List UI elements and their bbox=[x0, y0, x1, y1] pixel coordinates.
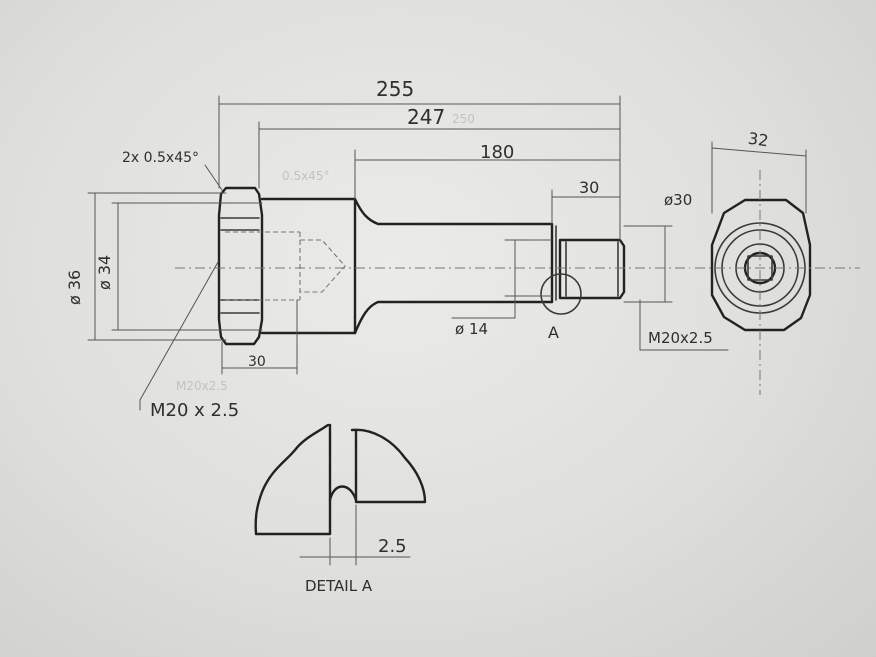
detail-a-circle bbox=[540, 273, 582, 315]
dim-dia-14: ø 14 bbox=[455, 320, 488, 338]
svg-text:250: 250 bbox=[452, 112, 475, 126]
detail-right-block bbox=[350, 428, 427, 504]
dim-line-32 bbox=[711, 147, 807, 157]
diameter-dimensions bbox=[87, 192, 729, 351]
dim-180: 180 bbox=[480, 142, 514, 163]
thread-note-head: M20 x 2.5 bbox=[150, 400, 239, 421]
dimension-labels: 255 247 180 30 32 ø30 ø 36 ø 34 ø 14 30 … bbox=[65, 77, 770, 557]
threaded-pin bbox=[558, 238, 626, 300]
dim-dia-30: ø30 bbox=[664, 191, 692, 209]
collar-outline bbox=[260, 197, 357, 335]
dim-groove: 2.5 bbox=[378, 536, 407, 557]
dim-247: 247 bbox=[407, 105, 445, 129]
svg-text:0.5x45°: 0.5x45° bbox=[282, 169, 329, 183]
detail-marker: A bbox=[548, 323, 559, 342]
tapped-hole bbox=[225, 231, 346, 301]
dim-dia-34: ø 34 bbox=[95, 255, 114, 290]
show-through-marks: 0.5x45° M20x2.5 250 bbox=[176, 112, 475, 393]
dim-30-pin: 30 bbox=[579, 178, 599, 197]
length-dimensions bbox=[218, 95, 621, 375]
chamfer-leader bbox=[204, 164, 223, 191]
detail-title: DETAIL A bbox=[305, 577, 373, 595]
detail-groove bbox=[328, 485, 358, 502]
dim-32: 32 bbox=[747, 129, 770, 151]
detail-left-block bbox=[254, 423, 332, 536]
end-view-outline bbox=[710, 198, 812, 332]
chamfer-note: 2x 0.5x45° bbox=[122, 150, 199, 166]
head-outline bbox=[217, 186, 264, 346]
detail-a-view bbox=[254, 423, 427, 566]
leaders bbox=[139, 164, 223, 411]
dim-255: 255 bbox=[376, 77, 414, 101]
svg-text:M20x2.5: M20x2.5 bbox=[176, 379, 228, 393]
side-view bbox=[175, 186, 690, 346]
dim-dia-36: ø 36 bbox=[65, 270, 84, 305]
notes: 2x 0.5x45° M20 x 2.5 M20x2.5 A DETAIL A bbox=[122, 150, 713, 595]
end-view bbox=[695, 141, 860, 395]
dim-30-depth: 30 bbox=[248, 354, 266, 370]
thread-note-pin: M20x2.5 bbox=[648, 329, 713, 347]
thread-leader bbox=[139, 261, 219, 401]
